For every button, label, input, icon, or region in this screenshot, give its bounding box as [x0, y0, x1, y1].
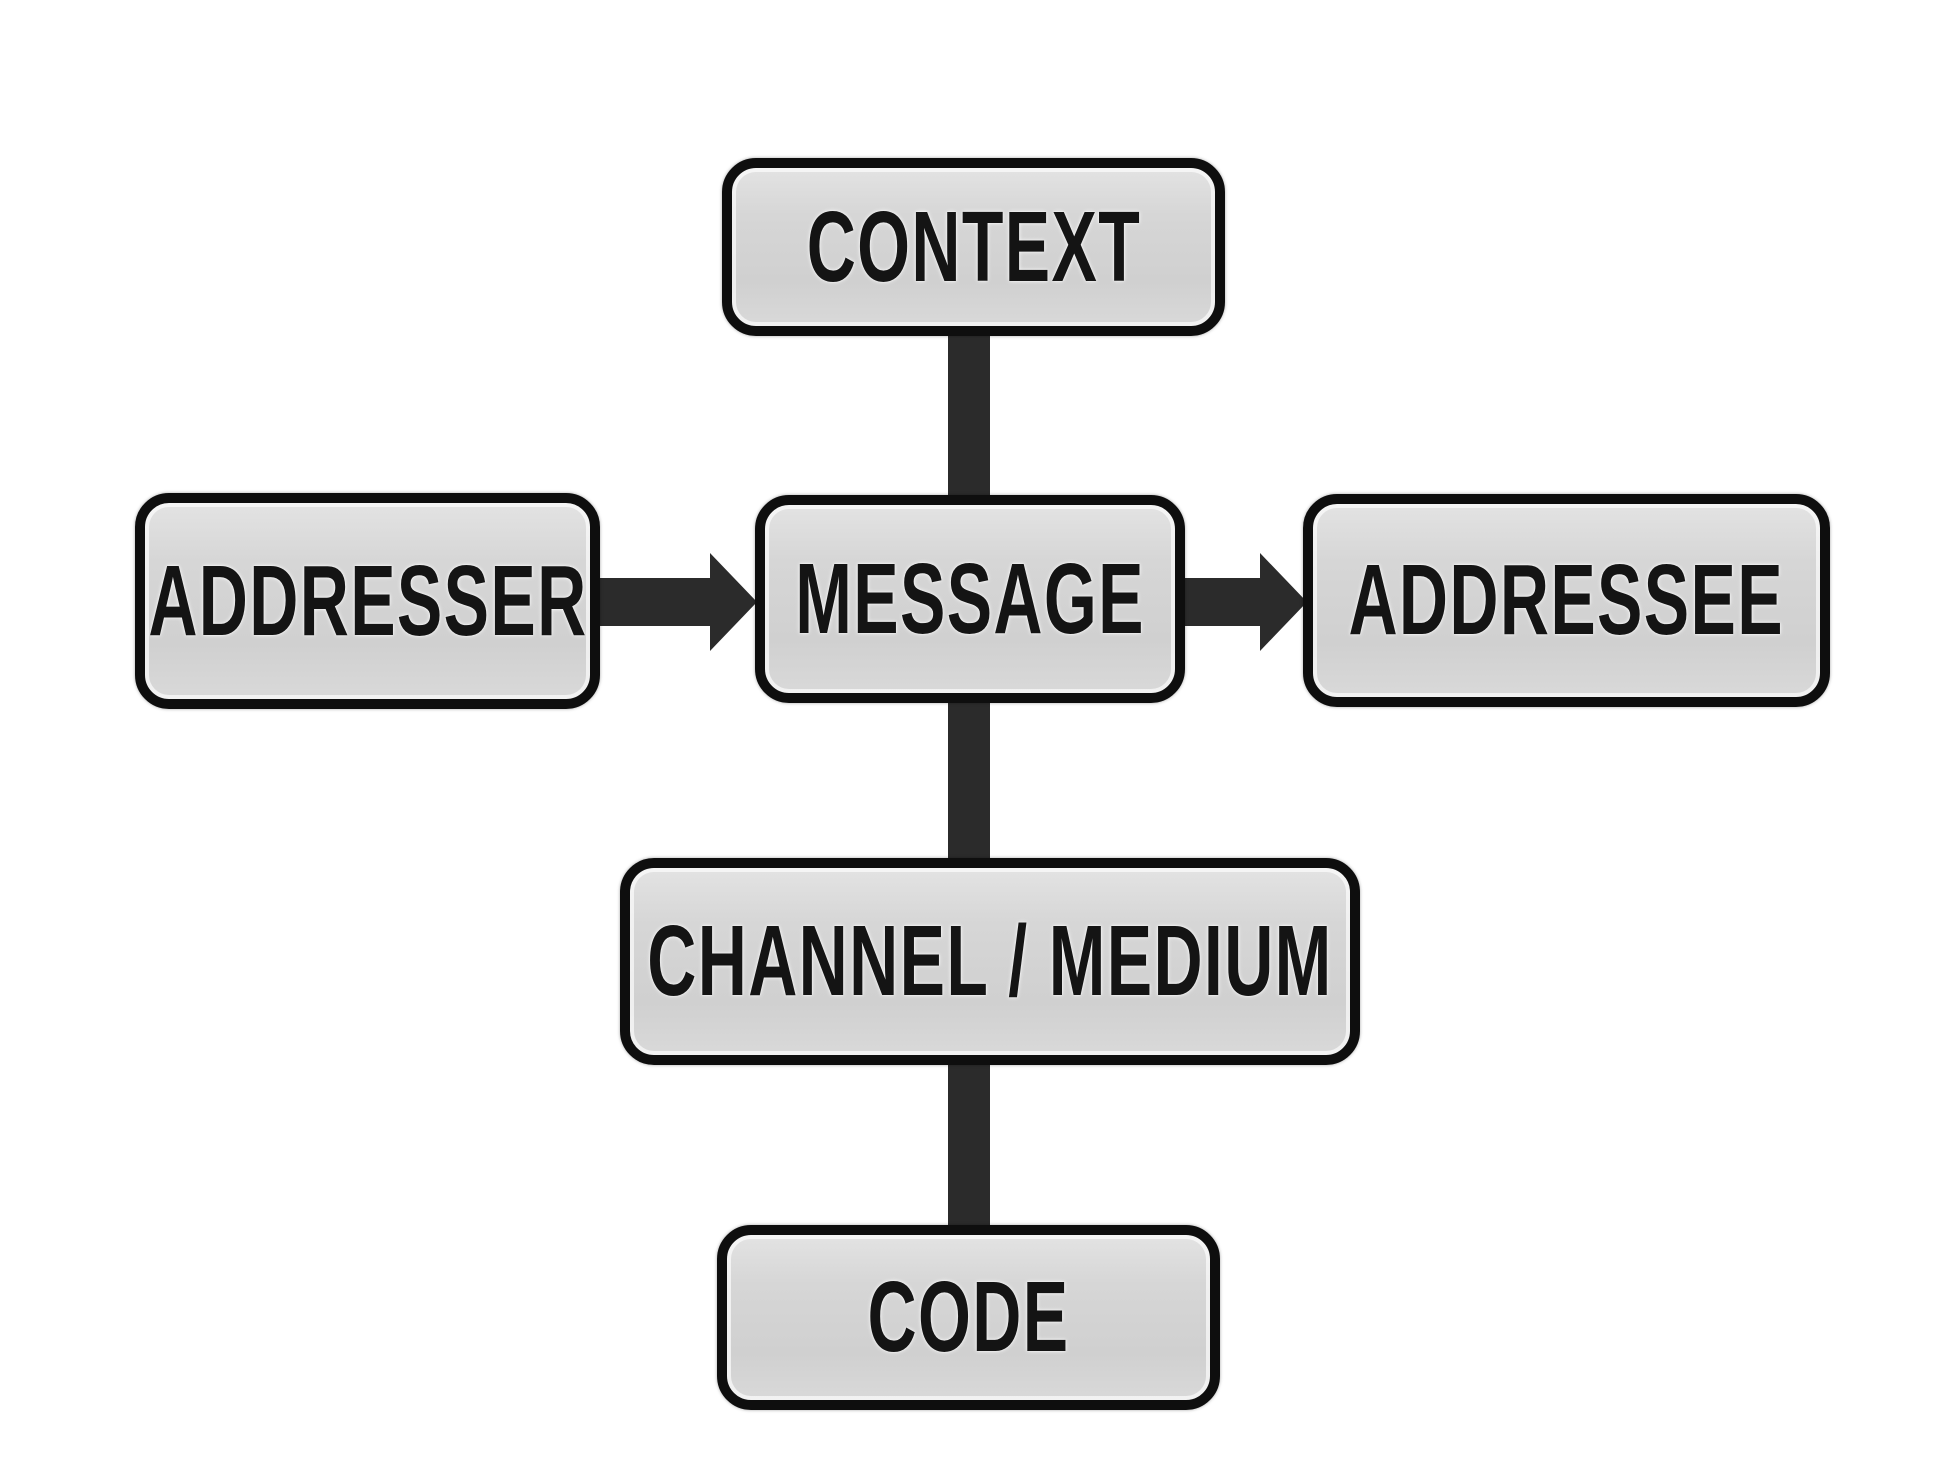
node-addresser: ADDRESSER: [135, 493, 600, 709]
node-context: CONTEXT: [722, 158, 1225, 336]
node-code-label: CODE: [867, 1261, 1070, 1373]
node-addressee-label: ADDRESSEE: [1348, 544, 1785, 656]
arrow-addresser-to-message-head-icon: [710, 553, 757, 651]
arrow-message-to-addressee-shaft: [1182, 578, 1264, 626]
node-message-label: MESSAGE: [795, 542, 1145, 655]
node-context-label: CONTEXT: [806, 190, 1141, 303]
connector-channel-code: [948, 1060, 990, 1232]
node-addressee: ADDRESSEE: [1303, 494, 1830, 707]
node-message: MESSAGE: [755, 495, 1185, 703]
connector-message-channel: [948, 698, 990, 868]
node-code: CODE: [717, 1225, 1220, 1410]
connector-context-message: [948, 330, 990, 505]
arrow-addresser-to-message-shaft: [596, 578, 714, 626]
node-addresser-label: ADDRESSER: [147, 544, 588, 657]
arrow-message-to-addressee-head-icon: [1260, 553, 1307, 651]
node-channel-medium-label: CHANNEL / MEDIUM: [647, 905, 1333, 1017]
node-channel-medium: CHANNEL / MEDIUM: [620, 858, 1360, 1065]
